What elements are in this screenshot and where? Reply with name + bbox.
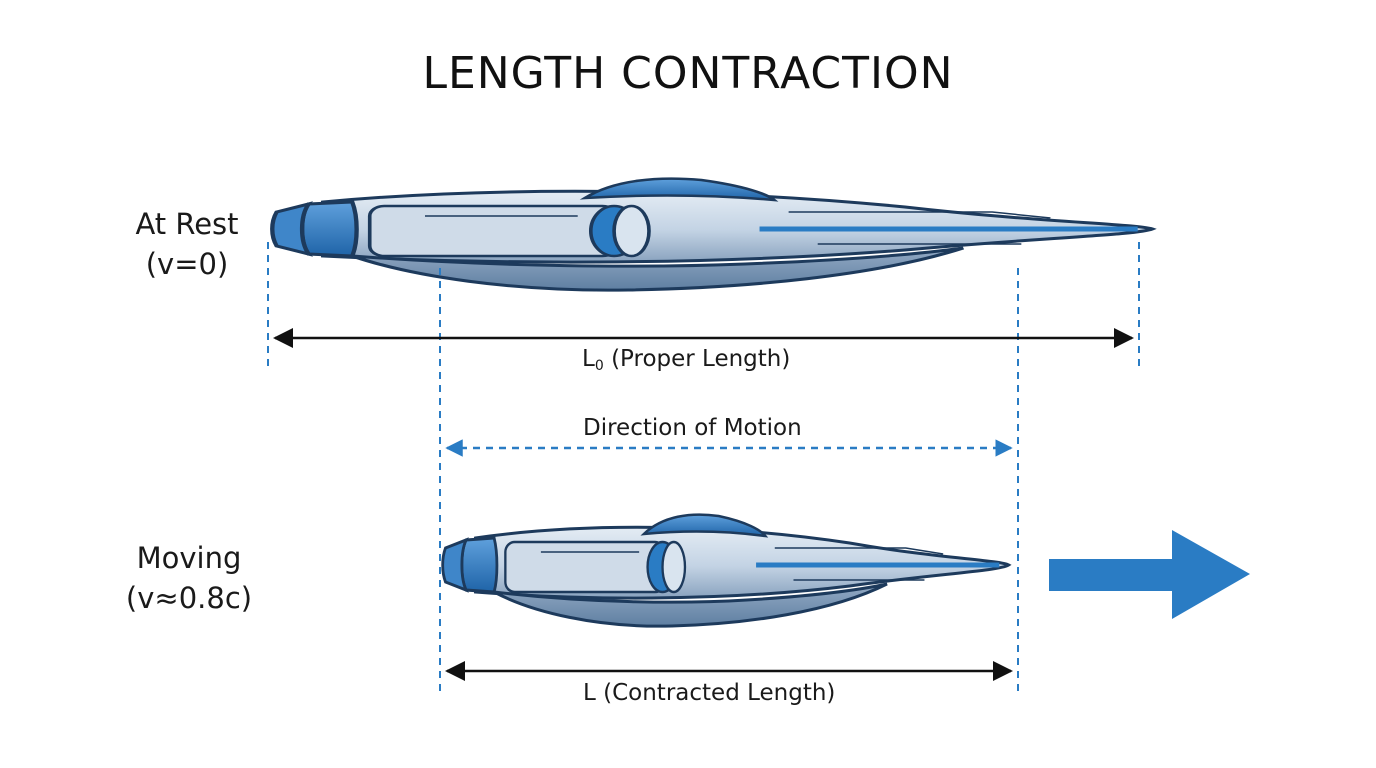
direction-of-motion-label: Direction of Motion [583,415,802,441]
proper-length-label: L0 (Proper Length) [582,346,790,374]
proper-length-symbol: L [582,346,595,372]
at-rest-label-line2: (v=0) [145,247,229,281]
ship-at-rest [272,179,1152,291]
moving-label-line1: Moving [136,541,242,575]
contracted-length-label: L (Contracted Length) [583,680,836,706]
moving-label: Moving (v≈0.8c) [104,538,274,618]
diagram-title: LENGTH CONTRACTION [422,48,954,99]
proper-length-text: (Proper Length) [611,346,791,372]
proper-length-subscript: 0 [594,358,604,374]
motion-direction-big-arrow [1049,530,1250,619]
at-rest-label-line1: At Rest [135,207,239,241]
ship-moving [443,515,1009,627]
moving-label-line2: (v≈0.8c) [125,581,253,615]
at-rest-label: At Rest (v=0) [102,204,272,284]
